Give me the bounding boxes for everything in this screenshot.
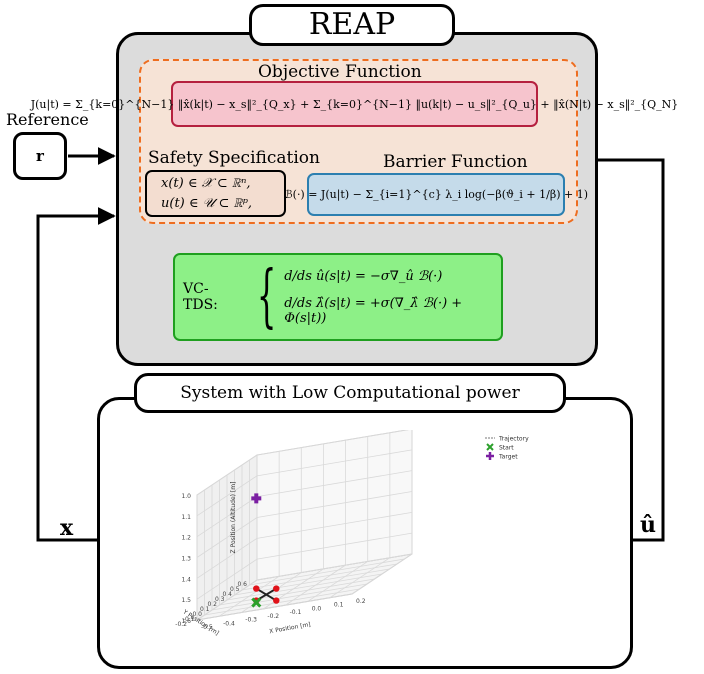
chart-zaxis-label: Z Position (Altitude) [m]: [230, 482, 237, 554]
chart-xtick-label: 0.1: [334, 602, 344, 609]
legend-start-swatch: [486, 443, 494, 451]
start-marker: [251, 597, 262, 608]
vc-tds-eq-1: d/ds û(s|t) = −σ∇_û ℬ(·): [284, 268, 443, 284]
chart-xtick-label: 0.2: [356, 598, 366, 605]
drone-rotor: [273, 585, 280, 592]
barrier-formula: ℬ(·) = J(u|t) − Σ_{i=1}^{c} λ_i log(−β(ϑ…: [284, 188, 589, 201]
chart-gridline-y: [196, 593, 353, 621]
chart-gridline-z: [256, 430, 409, 456]
vc-tds-equations: d/ds û(s|t) = −σ∇_û ℬ(·) d/ds λ̂(s|t) = …: [284, 269, 501, 326]
safety-line-2: u(t) ∈ 𝒰 ⊂ ℝᵖ,: [161, 195, 253, 211]
drone-rotor: [273, 597, 280, 604]
target-marker: [251, 493, 262, 504]
left-brace: {: [256, 257, 277, 336]
chart-gridline-z: [256, 449, 413, 477]
objective-function-box: J(u|t) = Σ_{k=0}^{N−1} ‖x̂(k|t) − x_s‖²_…: [31, 81, 678, 127]
chart-gridline-y: [204, 588, 360, 616]
chart-ztick-label: 1.2: [181, 535, 191, 542]
chart-ztick-label: 1.6: [181, 618, 191, 625]
trajectory-3d-chart: 1.61.51.41.31.21.11.0-0.5-0.4-0.3-0.2-0.…: [175, 430, 529, 637]
objective-formula: J(u|t) = Σ_{k=0}^{N−1} ‖x̂(k|t) − x_s‖²_…: [30, 97, 679, 111]
output-u-wire: [598, 158, 665, 542]
chart-gridline-z: [256, 532, 413, 560]
chart-gridline-y: [211, 583, 368, 611]
chart-gridline-z: [256, 470, 413, 498]
chart-xtick-label: -0.3: [245, 617, 257, 624]
chart-ytick-label: -0.2: [175, 621, 187, 628]
feedback-x-wire: [36, 207, 116, 542]
chart-xtick-label: -0.1: [290, 609, 302, 616]
chart-ztick-label: 1.0: [181, 493, 191, 500]
vc-tds-box: VC-TDS: { d/ds û(s|t) = −σ∇_û ℬ(·) d/ds …: [173, 253, 503, 341]
chart-gridline-z: [256, 491, 413, 518]
barrier-label: Barrier Function: [383, 152, 528, 172]
chart-gridline-y: [241, 563, 398, 591]
drone-rotor: [253, 585, 260, 592]
chart-ztick-label: 1.1: [181, 514, 191, 521]
barrier-function-box: ℬ(·) = J(u|t) − Σ_{i=1}^{c} λ_i log(−β(ϑ…: [284, 173, 588, 216]
reference-box: r: [13, 132, 67, 180]
chart-gridline-y: [249, 558, 405, 586]
vc-tds-eq-2: d/ds λ̂(s|t) = +σ(∇_λ̂ ℬ(·) + Φ(s|t)): [284, 295, 463, 326]
chart-xtick-label: 0.0: [312, 605, 322, 612]
chart-ztick-label: 1.3: [181, 556, 191, 563]
chart-gridline-z: [256, 511, 413, 539]
objective-label: Objective Function: [258, 62, 422, 82]
reference-label: Reference: [6, 110, 89, 129]
feedback-x-label: x: [60, 515, 74, 541]
legend-entry: Trajectory: [498, 436, 529, 443]
legend-target-swatch: [486, 452, 494, 460]
chart-xtick-label: -0.2: [267, 613, 279, 620]
chart-ytick-label: -0.1: [183, 616, 195, 623]
reap-title: REAP: [249, 4, 455, 46]
legend-entry: Start: [499, 445, 514, 452]
chart-xtick-label: -0.4: [223, 620, 235, 627]
chart-xaxis-label: X Position [m]: [269, 621, 311, 635]
chart-gridline-y: [219, 578, 375, 606]
chart-gridline-y: [226, 573, 383, 601]
chart-xtick-label: -0.5: [201, 624, 213, 631]
vc-tds-label: VC-TDS:: [183, 281, 218, 313]
output-u-label: û: [640, 512, 656, 538]
safety-label: Safety Specification: [148, 148, 320, 168]
safety-line-1: x(t) ∈ 𝒳 ⊂ ℝⁿ,: [161, 175, 251, 191]
chart-ztick-label: 1.4: [181, 576, 191, 583]
safety-specification-box: x(t) ∈ 𝒳 ⊂ ℝⁿ, u(t) ∈ 𝒰 ⊂ ℝᵖ,: [145, 170, 286, 217]
chart-gridline-y: [256, 553, 413, 581]
chart-marks: [251, 493, 280, 608]
chart-ztick-label: 1.5: [181, 597, 191, 604]
legend-entry: Target: [498, 454, 518, 461]
chart-grid: 1.61.51.41.31.21.11.0-0.5-0.4-0.3-0.2-0.…: [175, 430, 413, 637]
reference-symbol: r: [36, 147, 44, 165]
system-title: System with Low Computational power: [134, 373, 566, 413]
